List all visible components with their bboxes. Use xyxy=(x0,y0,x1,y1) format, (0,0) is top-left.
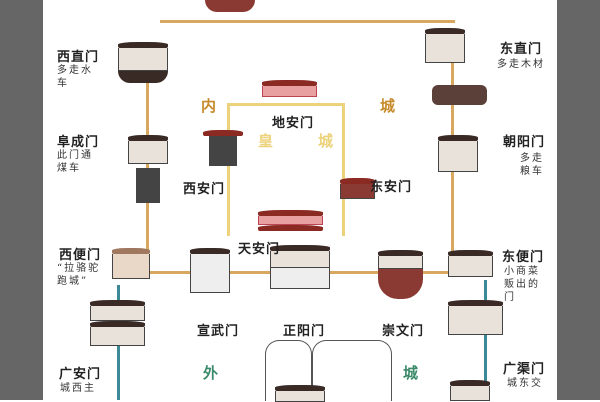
dongzhimen-cart xyxy=(432,85,487,105)
imperial-city-wall xyxy=(227,103,345,236)
xizhimen-illustration xyxy=(118,42,168,83)
north-illustration xyxy=(205,0,255,12)
xuanwumen-label: 宣武门 xyxy=(197,324,240,339)
guanganmen-label: 广安门 xyxy=(59,367,102,382)
yongdingmen-illustration xyxy=(275,385,325,402)
region-inner-label: 城 xyxy=(380,97,396,115)
dongzhimen-label: 东直门 xyxy=(500,42,543,57)
chaoyangmen-note: 多走粮车 xyxy=(520,153,544,177)
fuchengmen-label: 阜成门 xyxy=(57,135,100,150)
guanganmen-illustration xyxy=(90,300,145,346)
temple-outline xyxy=(265,340,312,401)
dongzhimen-illustration xyxy=(425,28,465,63)
xizhimen-label: 西直门 xyxy=(57,50,100,65)
fuchengmen-note: 此门通煤车 xyxy=(57,150,93,174)
region-outer-label: 城 xyxy=(403,364,419,382)
donganmen-label: 东安门 xyxy=(370,180,413,195)
donganmen-illustration xyxy=(340,178,375,199)
fuchengmen-illustration xyxy=(128,135,168,207)
left-frame xyxy=(0,0,43,400)
tiananmen-label: 天安门 xyxy=(238,242,281,257)
guangqumen-note: 城东交 xyxy=(507,378,543,389)
right-frame xyxy=(557,0,600,400)
chaoyangmen-label: 朝阳门 xyxy=(503,135,546,150)
dongzhimen-note: 多走木材 xyxy=(497,59,545,70)
inner-city-west-wall xyxy=(146,60,149,273)
region-imperial-label: 皇 xyxy=(258,132,274,150)
dongbianmen-note: 小商菜贩出的门 xyxy=(504,266,540,303)
xuanwumen-illustration xyxy=(190,248,230,293)
outer-city-east-wall xyxy=(484,280,487,400)
xizhimen-note: 多走水车 xyxy=(57,65,93,89)
chongwenmen-label: 崇文门 xyxy=(382,324,425,339)
chaoyangmen-illustration xyxy=(438,135,478,172)
region-outer-label: 外 xyxy=(203,364,219,382)
chongwenmen-illustration xyxy=(378,250,423,299)
xibianmen-note: “拉骆驼跑城” xyxy=(57,263,101,287)
inner-city-north-wall xyxy=(160,20,455,23)
xianmen-illustration xyxy=(203,130,243,166)
guanganmen-note: 城西主 xyxy=(60,383,96,394)
region-imperial-label: 城 xyxy=(318,132,334,150)
guangqumen-illustration xyxy=(448,300,503,335)
xianmen-label: 西安门 xyxy=(183,182,226,197)
dongbianmen-label: 东便门 xyxy=(502,250,545,265)
dianmen-label: 地安门 xyxy=(272,116,315,131)
tiananmen-illustration xyxy=(258,210,323,231)
zhengyangmen-label: 正阳门 xyxy=(283,324,326,339)
region-inner-label: 内 xyxy=(201,97,217,115)
dianmen-illustration xyxy=(262,80,317,97)
temple-outline xyxy=(312,340,392,401)
xibianmen-illustration xyxy=(112,248,150,279)
guangqumen-label: 广渠门 xyxy=(503,362,546,377)
zhengyangmen-illustration xyxy=(270,245,330,289)
xibianmen-label: 西便门 xyxy=(59,248,102,263)
guangqumen-tower xyxy=(450,380,490,401)
dongbianmen-illustration xyxy=(448,250,493,277)
